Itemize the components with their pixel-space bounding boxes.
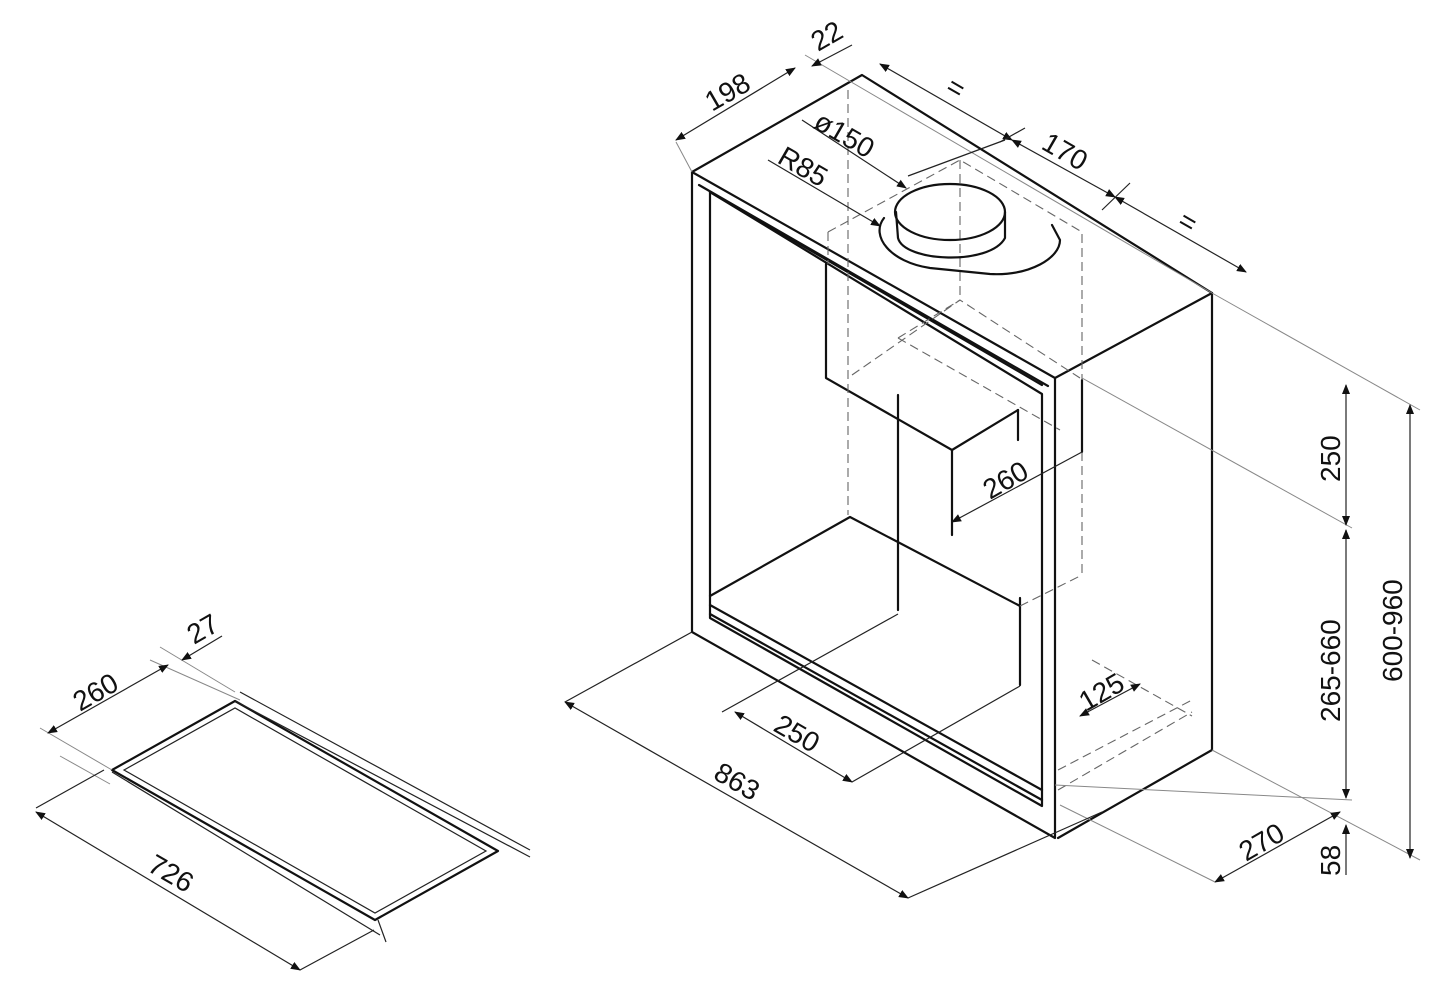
label-duct-diameter: ø150 bbox=[809, 105, 880, 164]
label-duct-span: 170 bbox=[1037, 126, 1093, 176]
offset-125-dimension bbox=[1079, 683, 1141, 717]
label-eq-right: = bbox=[1173, 204, 1203, 239]
cutout-drawing: 260 27 726 bbox=[35, 608, 531, 971]
label-overall-width: 863 bbox=[709, 756, 765, 806]
label-duct-radius: R85 bbox=[773, 140, 833, 193]
label-total-height: 600-960 bbox=[1377, 579, 1408, 682]
label-depth: 270 bbox=[1234, 817, 1290, 867]
hood-height-dimensions bbox=[1054, 292, 1421, 875]
label-eq-left: = bbox=[941, 70, 971, 105]
label-inner-width: 260 bbox=[978, 455, 1034, 505]
duct-outlet bbox=[878, 182, 1062, 276]
label-upper-height: 250 bbox=[1315, 435, 1346, 482]
cutout-panel bbox=[110, 691, 531, 943]
label-top-depth: 198 bbox=[700, 67, 756, 117]
label-cutout-depth: 260 bbox=[68, 667, 124, 717]
hood-top-dimensions bbox=[675, 44, 1247, 294]
hood-drawing: 198 22 ø150 R85 = 170 = 260 250 265-660 … bbox=[564, 15, 1421, 899]
overall-width-dimension bbox=[564, 631, 1103, 899]
hood-hidden-lines bbox=[827, 90, 1193, 791]
label-base-height: 58 bbox=[1315, 845, 1346, 876]
label-cutout-offset: 27 bbox=[182, 608, 224, 650]
label-duct-250: 250 bbox=[769, 708, 825, 758]
inner-width-dimension bbox=[951, 451, 1083, 523]
cutout-dimension-lines bbox=[35, 635, 375, 971]
duct-250-dimension bbox=[721, 613, 1021, 783]
label-lower-height: 265-660 bbox=[1315, 619, 1346, 722]
label-offset-125: 125 bbox=[1074, 667, 1130, 717]
hood-chimney bbox=[708, 262, 1084, 802]
depth-dimension bbox=[1059, 804, 1341, 883]
label-cutout-width: 726 bbox=[143, 848, 199, 898]
